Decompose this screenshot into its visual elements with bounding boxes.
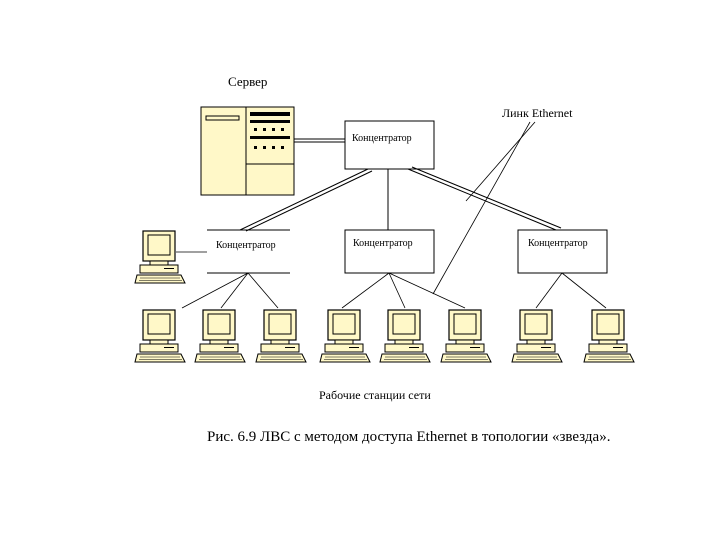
workstation-computer-icon [194,309,246,363]
workstation-computer-icon [134,230,186,284]
hub-right: Концентратор [517,229,608,274]
hub-left: Концентратор [207,229,290,274]
figure-caption: Рис. 6.9 ЛВС с методом доступа Ethernet … [207,429,611,445]
workstation-computer-icon [440,309,492,363]
hub-left-label: Концентратор [216,240,276,251]
workstation-computer-icon [511,309,563,363]
hub-top: Концентратор [344,120,435,170]
workstation-computer-icon [319,309,371,363]
workstations-label: Рабочие станции сети [319,388,431,402]
workstation-computer-icon [379,309,431,363]
hub-middle-label: Концентратор [353,238,413,249]
server-icon [200,106,295,196]
trunk-links [239,166,562,232]
workstation-computer-icon [255,309,307,363]
drop-cables [176,251,607,309]
workstation-computer-icon [134,309,186,363]
hub-right-label: Концентратор [528,238,588,249]
hub-top-label: Концентратор [352,133,412,144]
ethernet-link-label: Линк Ethernet [502,106,573,120]
workstation-computer-icon [583,309,635,363]
server-label: Сервер [228,74,268,89]
hub-middle: Концентратор [344,229,435,274]
ethernet-link-pointers [432,121,536,295]
